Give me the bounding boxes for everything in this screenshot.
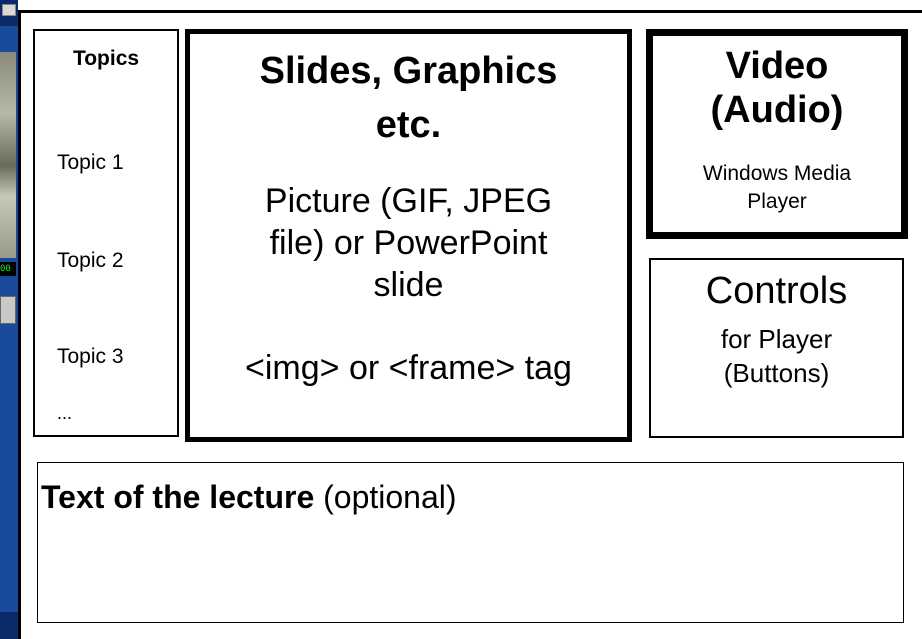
- slides-panel: Slides, Graphics etc. Picture (GIF, JPEG…: [185, 29, 632, 442]
- slides-title-line: Slides, Graphics: [259, 50, 558, 92]
- video-title-line: Video: [725, 45, 829, 87]
- video-sub-line: Player: [747, 190, 807, 213]
- window-button[interactable]: [2, 4, 16, 16]
- slides-desc-line: file) or PowerPoint: [269, 224, 548, 262]
- slides-title: Slides, Graphics etc.: [190, 44, 627, 152]
- video-title-line: (Audio): [710, 89, 844, 131]
- video-panel: Video (Audio) Windows Media Player: [646, 29, 908, 239]
- topic-item[interactable]: Topic 3: [57, 345, 124, 368]
- topic-more: ...: [57, 403, 73, 423]
- slides-tag-note: <img> or <frame> tag: [245, 349, 572, 387]
- controls-title: Controls: [705, 270, 848, 312]
- player-control-button[interactable]: [0, 296, 16, 324]
- lecture-heading-bold: Text of the lecture: [41, 479, 315, 515]
- video-sub-line: Windows Media: [702, 162, 852, 185]
- time-display: 00: [0, 262, 16, 276]
- lecture-heading: Text of the lecture (optional): [41, 477, 457, 517]
- video-title: Video (Audio): [653, 44, 901, 132]
- controls-sub-line: (Buttons): [723, 358, 830, 388]
- slides-desc-line: Picture (GIF, JPEG: [264, 182, 553, 220]
- lecture-heading-note: (optional): [323, 479, 457, 515]
- topics-panel: Topics Topic 1 Topic 2 Topic 3 ...: [33, 29, 179, 437]
- topic-item[interactable]: Topic 2: [57, 249, 124, 272]
- controls-sub-line: for Player: [720, 324, 833, 354]
- app-bottom-bar: [0, 612, 18, 639]
- video-thumbnail: [0, 52, 16, 258]
- controls-subtitle: for Player (Buttons): [651, 322, 902, 390]
- left-app-strip: 00: [0, 0, 18, 639]
- lecture-text-panel: Text of the lecture (optional): [37, 462, 904, 623]
- video-subtitle: Windows Media Player: [653, 160, 901, 216]
- topics-heading: Topics: [72, 47, 140, 70]
- slides-description: Picture (GIF, JPEG file) or PowerPoint s…: [190, 180, 627, 306]
- controls-panel: Controls for Player (Buttons): [649, 258, 904, 438]
- topic-item[interactable]: Topic 1: [57, 151, 124, 174]
- slides-title-line: etc.: [375, 104, 442, 146]
- slides-desc-line: slide: [373, 266, 444, 304]
